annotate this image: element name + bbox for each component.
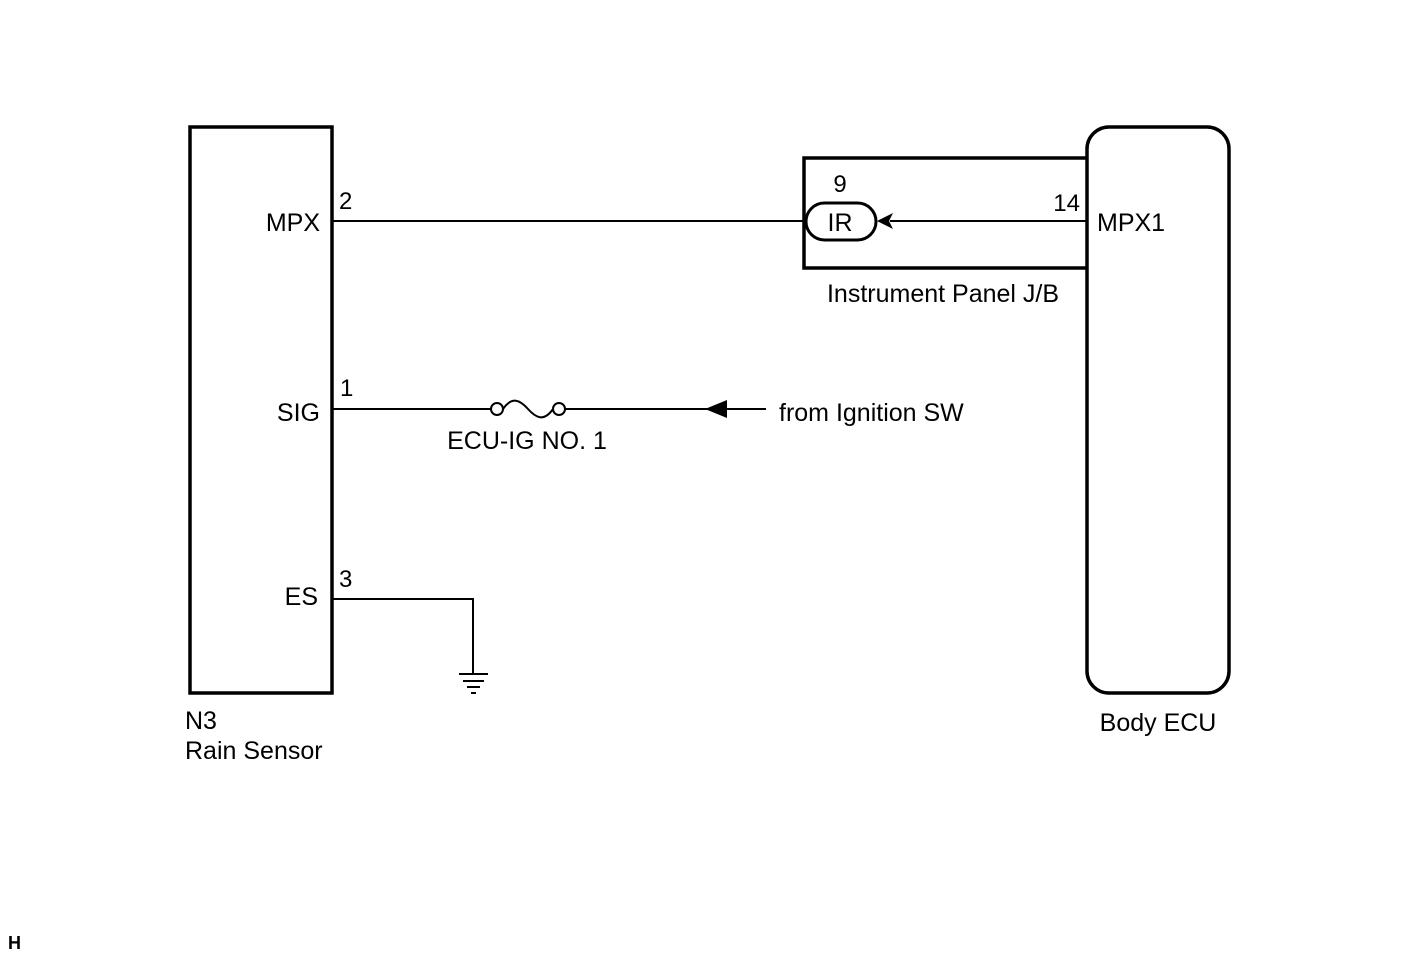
body-ecu-name: Body ECU	[1100, 709, 1217, 737]
ground-icon	[459, 673, 488, 694]
fuse-terminal-right	[552, 402, 566, 416]
pin-number-es: 3	[339, 566, 352, 593]
junction-block-box	[802, 156, 1087, 270]
jb-pin-ecu-side: 14	[1053, 190, 1080, 217]
pin-number-mpx: 2	[339, 188, 352, 215]
ignition-source-label: from Ignition SW	[779, 399, 964, 427]
rain-sensor-name: Rain Sensor	[185, 737, 323, 765]
rain-sensor-connector-code: N3	[185, 707, 217, 735]
terminal-es-label: ES	[285, 583, 318, 611]
es-ground-wire	[333, 598, 474, 673]
arrow-left-icon	[705, 400, 727, 418]
fuse-terminal-left	[490, 402, 504, 416]
connector-arrow-icon	[877, 213, 893, 229]
corner-mark: H	[8, 933, 21, 953]
jb-connector-ir-label: IR	[828, 209, 853, 237]
body-ecu-terminal-label: MPX1	[1097, 209, 1165, 237]
fuse-icon	[502, 399, 554, 419]
terminal-sig-label: SIG	[277, 399, 320, 427]
jb-connector-ir-outline	[804, 201, 878, 242]
pin-number-sig: 1	[340, 375, 353, 402]
fuse-name: ECU-IG NO. 1	[447, 427, 607, 455]
junction-block-name: Instrument Panel J/B	[827, 280, 1059, 308]
terminal-mpx-label: MPX	[266, 209, 321, 237]
body-ecu-box	[1085, 125, 1231, 695]
jb-pin-sensor-side: 9	[833, 171, 846, 198]
rain-sensor-box	[188, 125, 334, 695]
